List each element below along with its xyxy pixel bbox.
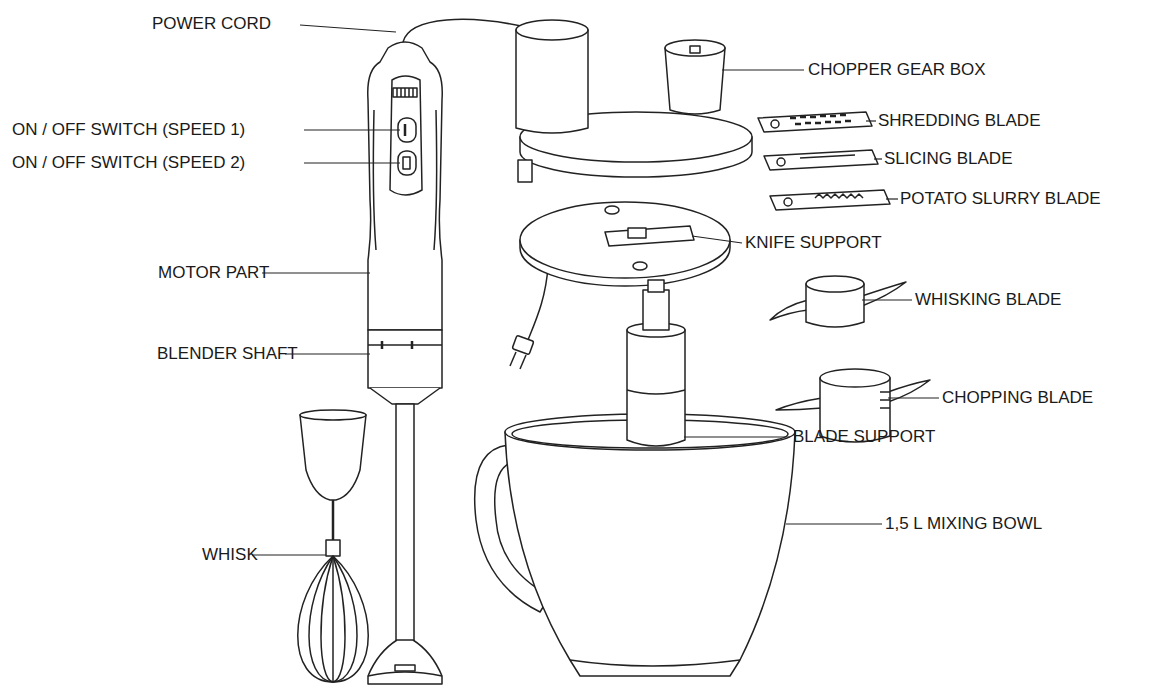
leader-lines xyxy=(252,25,939,555)
part-label: KNIFE SUPPORT xyxy=(745,233,882,253)
part-label: BLADE SUPPORT xyxy=(793,427,935,447)
leader-line xyxy=(886,198,898,199)
switch-mark xyxy=(404,124,407,136)
plug-prong xyxy=(520,355,526,369)
whisk-collar xyxy=(326,540,340,556)
whisk-wire xyxy=(321,556,345,682)
shredding-holes xyxy=(790,115,851,124)
blender-foot xyxy=(368,640,442,684)
switch-button xyxy=(398,151,416,175)
potato-slurry-blade-plate xyxy=(770,190,890,210)
part-label: ON / OFF SWITCH (SPEED 2) xyxy=(12,153,245,173)
leader-line xyxy=(304,162,400,163)
collar-seam xyxy=(368,344,442,346)
chopping-blade-wing xyxy=(888,380,930,402)
blade-hub-hole xyxy=(771,120,779,128)
part-label: MOTOR PART xyxy=(158,263,269,283)
blender-stem xyxy=(396,404,414,642)
power-cord xyxy=(403,19,530,42)
motor-housing xyxy=(368,42,443,330)
part-label: POWER CORD xyxy=(152,14,271,34)
vent-grill xyxy=(397,88,413,97)
knife-support-hole xyxy=(605,206,619,214)
leader-line xyxy=(684,436,790,437)
part-label: CHOPPER GEAR BOX xyxy=(808,60,986,80)
leader-line xyxy=(252,554,326,555)
switch-panel xyxy=(390,76,422,195)
whisk-wire xyxy=(309,556,357,682)
leader-line xyxy=(285,353,370,354)
shredding-blade-plate xyxy=(758,112,872,132)
blade-support-tip xyxy=(648,280,664,292)
plug-prong xyxy=(510,352,516,366)
switch-button xyxy=(398,118,416,142)
blade-hub-hole xyxy=(784,198,792,206)
blade-hub-hole xyxy=(777,158,785,166)
foot-edge xyxy=(368,672,442,676)
whisk-gearbox xyxy=(300,415,366,500)
knife-support-slot xyxy=(605,226,694,246)
leader-line xyxy=(262,272,370,273)
whisking-blade-hub-top xyxy=(806,276,864,292)
knife-support-disc xyxy=(520,202,730,278)
part-label: 1,5 L MIXING BOWL xyxy=(885,514,1042,534)
leader-line xyxy=(300,25,396,32)
part-label: BLENDER SHAFT xyxy=(157,344,298,364)
part-label: WHISK xyxy=(202,545,258,565)
slicing-blade-plate xyxy=(764,150,878,170)
leader-line xyxy=(722,69,804,70)
bowl-base-line xyxy=(570,660,740,666)
knife-support-clip xyxy=(628,228,646,238)
whisking-blade-wing xyxy=(770,300,808,320)
whisking-blade-wing xyxy=(862,282,906,306)
blade-support-shaft xyxy=(643,290,669,330)
gearbox-cup xyxy=(665,48,725,114)
chopping-blade-hub-top xyxy=(820,369,890,387)
part-label: SLICING BLADE xyxy=(884,149,1013,169)
leader-line xyxy=(874,158,882,159)
leader-line xyxy=(866,120,876,121)
grip-line xyxy=(434,110,437,250)
grip-line xyxy=(373,110,376,250)
shaft-taper xyxy=(370,388,440,404)
whisk-wire xyxy=(332,556,334,682)
knife-support-hole xyxy=(633,262,647,270)
switch-mark xyxy=(403,157,410,169)
whisk-gearbox-rim xyxy=(300,410,366,420)
leader-line xyxy=(692,236,742,243)
gearbox-coupling xyxy=(690,46,700,53)
slicing-edge xyxy=(800,155,855,158)
whisk-wire xyxy=(298,556,369,682)
whisk-wires xyxy=(298,556,369,682)
slurry-teeth xyxy=(815,194,863,198)
collar-mark xyxy=(382,341,412,349)
leader-line xyxy=(862,299,912,300)
leader-line xyxy=(786,523,882,524)
blade-support-ring xyxy=(627,390,685,394)
leader-line xyxy=(304,129,400,130)
part-label: WHISKING BLADE xyxy=(915,290,1061,310)
part-label: ON / OFF SWITCH (SPEED 1) xyxy=(12,120,245,140)
gearbox-cup-top xyxy=(665,40,725,56)
gearbox-tab xyxy=(518,160,532,182)
mixing-bowl xyxy=(505,432,795,676)
whisk-rod xyxy=(332,500,335,540)
part-label: SHREDDING BLADE xyxy=(878,111,1040,131)
vent-grill xyxy=(393,88,417,97)
gearbox-tower-top xyxy=(516,20,588,40)
illustration-group xyxy=(298,19,930,684)
blade-support-tower xyxy=(627,330,685,446)
gearbox-tower xyxy=(516,30,588,133)
leader-line xyxy=(888,397,939,398)
power-cord xyxy=(528,266,548,340)
blender-shaft-collar xyxy=(368,330,442,388)
part-label: POTATO SLURRY BLADE xyxy=(900,189,1101,209)
chopping-blade-wing xyxy=(776,398,822,410)
part-label: CHOPPING BLADE xyxy=(942,388,1093,408)
foot-notch xyxy=(395,665,415,671)
chopping-blade-ribs xyxy=(880,392,890,408)
